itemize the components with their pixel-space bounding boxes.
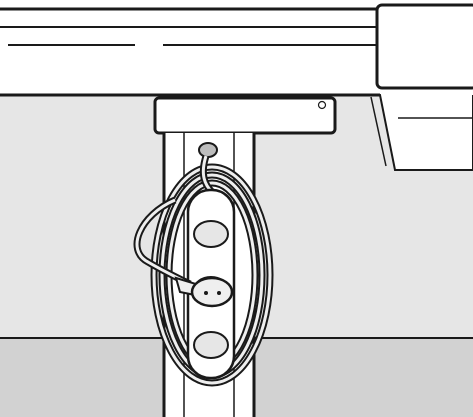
plug-body — [190, 276, 234, 308]
shelf-bracket-side — [370, 96, 387, 167]
mounting-screw — [317, 100, 327, 110]
mounting-plate — [153, 96, 337, 135]
plug-pin-right — [217, 291, 221, 295]
plug-pin-left — [204, 291, 208, 295]
cable-entry-grommet — [198, 142, 218, 158]
shelf-bracket — [368, 94, 473, 171]
plug-icon — [174, 276, 234, 308]
holder-window-bottom — [193, 331, 229, 359]
cable-loop-1-core — [152, 165, 272, 385]
appliance-box — [375, 3, 473, 90]
holder-window-top — [193, 220, 229, 248]
